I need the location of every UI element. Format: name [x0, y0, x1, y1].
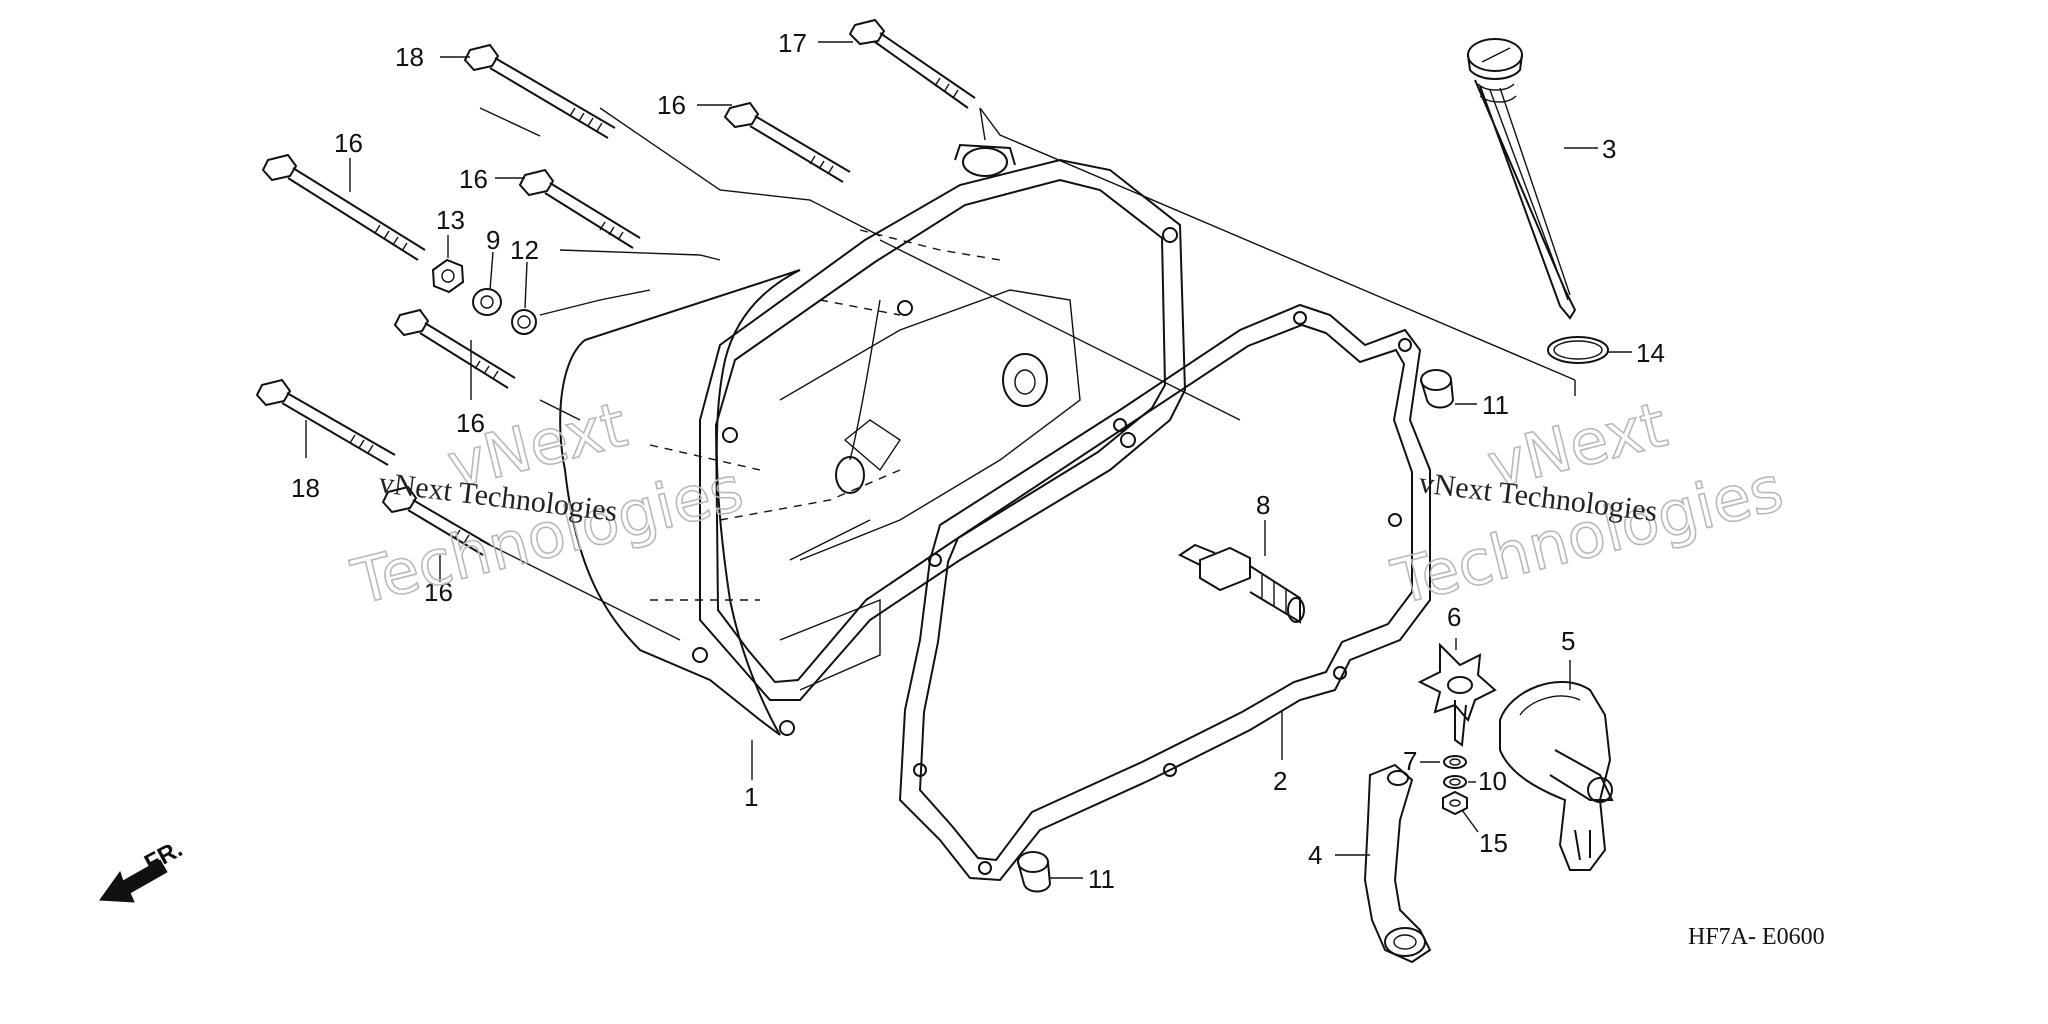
diagram-part-code: HF7A- E0600	[1688, 924, 1825, 950]
callout-1: 1	[744, 782, 758, 812]
o-ring	[1547, 336, 1609, 364]
bolt-18-upper	[463, 43, 616, 139]
callout-labels: 18 17 16 16 16 13 9 12 16 18 16 1 3 14 1…	[291, 28, 1665, 894]
clutch-cap-assembly	[1499, 681, 1614, 871]
callout-8: 8	[1256, 490, 1270, 520]
callout-11-upper: 11	[1482, 390, 1509, 420]
washer-7	[1443, 755, 1467, 769]
washer-9	[472, 288, 502, 316]
front-direction-indicator: FR.	[99, 835, 187, 903]
dowel-pin-upper	[1420, 369, 1455, 409]
nut-14	[431, 258, 465, 294]
callout-7: 7	[1403, 746, 1417, 776]
callout-5: 5	[1561, 626, 1575, 656]
crankcase-cover	[559, 143, 1187, 736]
bolt-16-top	[723, 101, 851, 183]
callout-16-left-top: 16	[334, 128, 363, 158]
callout-16-left-mid: 16	[456, 408, 485, 438]
bolt-17	[848, 18, 976, 109]
callout-3: 3	[1602, 134, 1616, 164]
washer-10	[1443, 775, 1467, 789]
stud-bolt	[1178, 543, 1305, 624]
callout-16-lower: 16	[424, 577, 453, 607]
bolt-16-mid	[518, 168, 641, 249]
callout-leaders	[305, 41, 1632, 879]
callout-15: 15	[1479, 828, 1508, 858]
callout-11-lower: 11	[1088, 864, 1115, 894]
callout-16-mid: 16	[459, 164, 488, 194]
bolt-16-left-mid	[393, 308, 516, 389]
lock-washer-12	[511, 309, 537, 335]
callout-10: 10	[1478, 766, 1507, 796]
callout-12: 12	[510, 235, 539, 265]
front-arrow-icon	[99, 859, 168, 903]
cover-gasket	[898, 303, 1431, 882]
callout-17: 17	[778, 28, 807, 58]
callout-6: 6	[1447, 602, 1461, 632]
callout-9: 9	[486, 225, 500, 255]
callout-2: 2	[1273, 766, 1287, 796]
callout-14: 13	[436, 205, 465, 235]
oil-filler-dipstick	[1467, 38, 1577, 320]
callout-16-top: 16	[657, 90, 686, 120]
callout-18-upper: 18	[395, 42, 424, 72]
nut-15	[1442, 790, 1468, 816]
callout-4: 4	[1308, 840, 1322, 870]
bolt-18-lower	[255, 378, 396, 466]
shift-cam	[1417, 642, 1497, 747]
callout-18-lower: 18	[291, 473, 320, 503]
lever-arm	[1363, 763, 1432, 964]
callout-13: 14	[1636, 338, 1665, 368]
bolt-16-lower	[381, 485, 491, 556]
dowel-pin-lower	[1017, 851, 1052, 893]
bolt-16-left-top	[261, 153, 426, 261]
